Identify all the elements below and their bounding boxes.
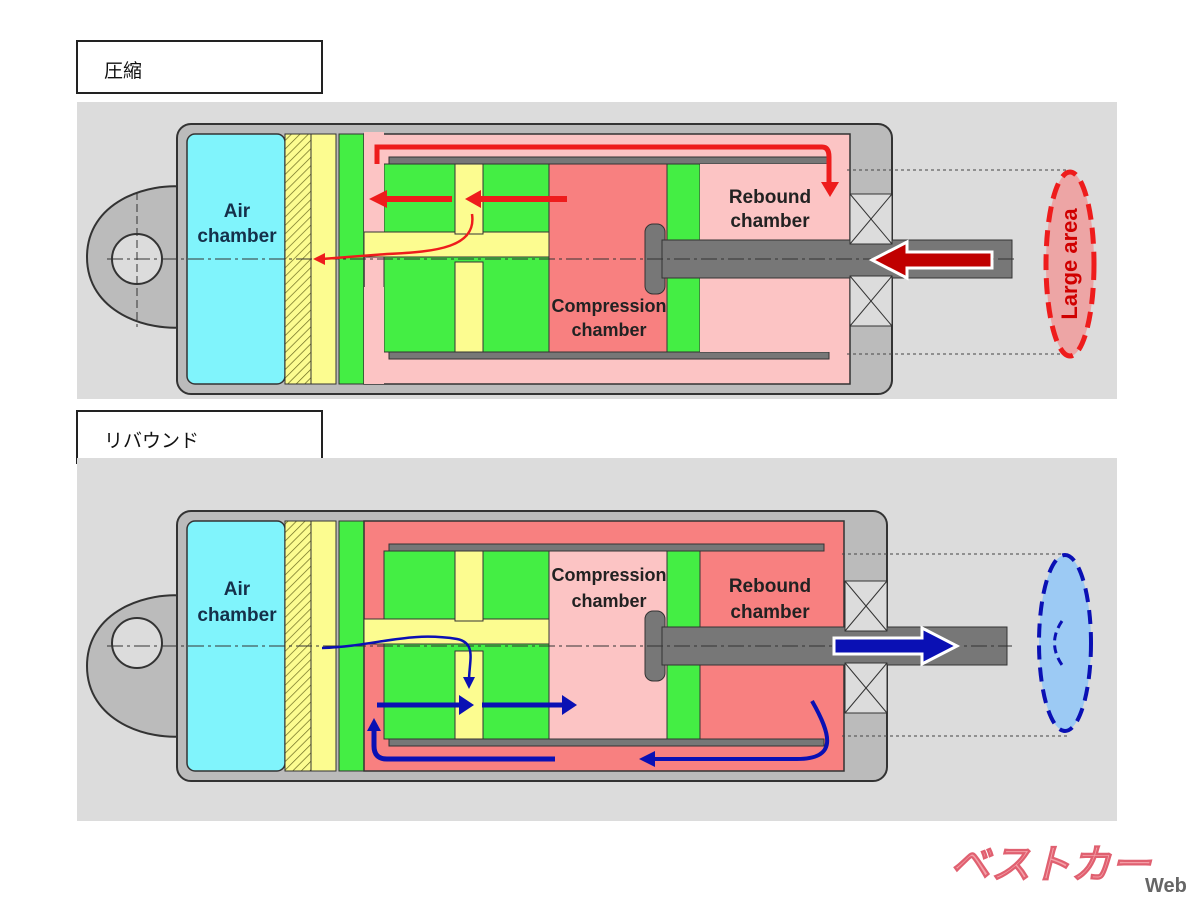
flow-arrow-bypass xyxy=(371,726,555,762)
inner-tube-bottom xyxy=(388,351,830,360)
flow-arrow-return xyxy=(652,700,830,761)
air-chamber-label: Air xyxy=(224,579,251,600)
small-area-ellipse xyxy=(1037,553,1093,733)
compression-diagram-panel: Large area Air chamber Rebound chamber C… xyxy=(77,102,1117,399)
compression-chamber-label: Compression xyxy=(551,565,666,585)
compression-title-box: 圧縮 xyxy=(76,40,323,94)
rod-motion-arrow xyxy=(868,239,994,281)
piston-lower xyxy=(666,269,701,353)
svg-text:chamber: chamber xyxy=(730,602,810,623)
flow-arrow-bypass xyxy=(374,144,832,187)
logo-suffix: Web xyxy=(1145,875,1187,896)
svg-text:chamber: chamber xyxy=(730,211,810,232)
large-area-ellipse xyxy=(1043,169,1097,359)
large-area-label: Large area xyxy=(1057,208,1082,320)
rod-motion-arrow xyxy=(832,625,961,667)
eye-mount xyxy=(85,594,188,738)
svg-text:chamber: chamber xyxy=(197,605,277,626)
rebound-title: リバウンド xyxy=(104,430,200,452)
rebound-diagram-panel: Air chamber Compression chamber Rebound … xyxy=(77,458,1117,821)
piston-upper xyxy=(666,550,701,637)
inner-tube-bottom xyxy=(388,738,825,747)
rebound-chamber-label: Rebound xyxy=(729,576,811,597)
svg-text:chamber: chamber xyxy=(571,320,646,340)
inner-tube-top xyxy=(388,156,830,165)
inner-tube-top xyxy=(388,543,825,552)
piston-lower xyxy=(666,656,701,740)
compression-title: 圧縮 xyxy=(104,60,143,82)
logo-brand: ベストカー xyxy=(950,843,1153,887)
eye-mount xyxy=(85,185,188,329)
svg-text:chamber: chamber xyxy=(571,591,646,611)
compression-diagram: Large area Air chamber Rebound chamber C… xyxy=(85,123,1097,395)
flow-arrow-center xyxy=(321,213,474,261)
rebound-title-box: リバウンド xyxy=(76,410,323,464)
bestcar-web-logo: ベストカー Web xyxy=(950,832,1190,898)
rebound-chamber-label: Rebound xyxy=(729,187,811,208)
rebound-diagram: Air chamber Compression chamber Rebound … xyxy=(85,510,1093,782)
flow-arrow-center xyxy=(321,635,472,682)
compression-chamber-label: Compression xyxy=(551,296,666,316)
piston-upper xyxy=(666,163,701,250)
air-chamber-label: Air xyxy=(224,201,251,222)
svg-text:chamber: chamber xyxy=(197,226,277,247)
